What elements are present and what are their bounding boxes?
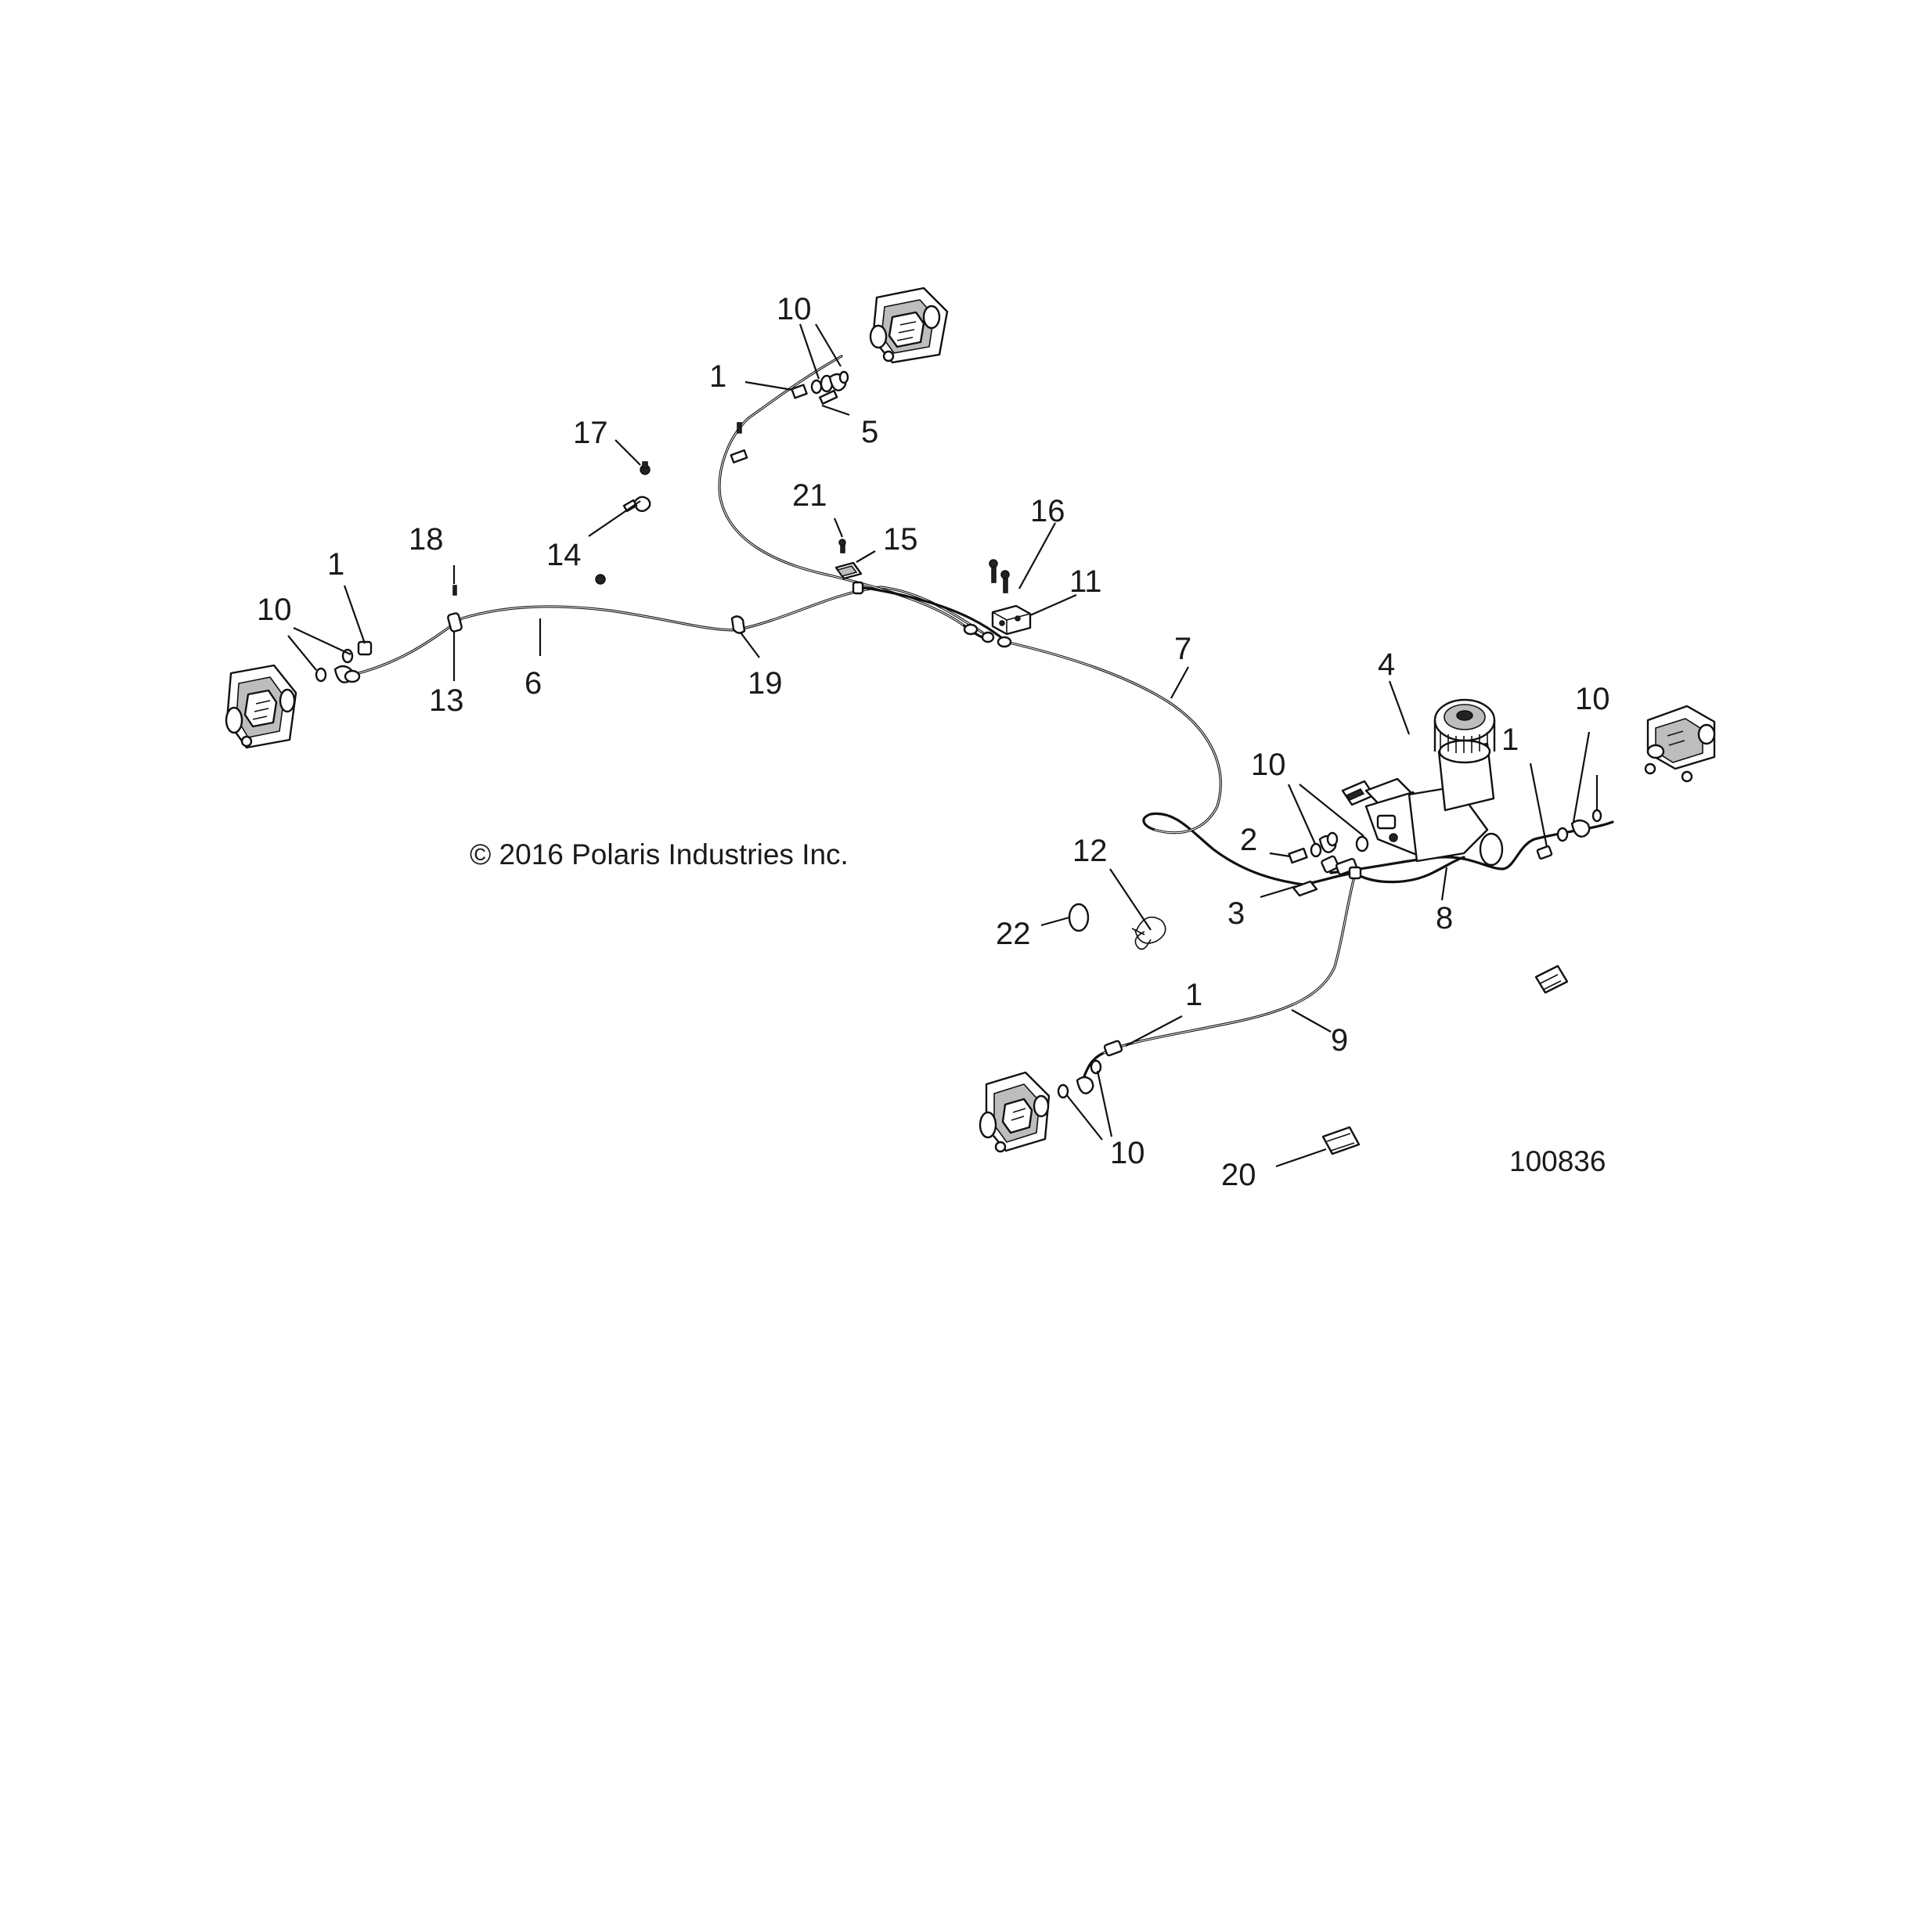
callout-1-rear-left: 1 (1185, 978, 1202, 1012)
part-16-bolts (989, 559, 1010, 593)
callout-16: 16 (1030, 494, 1065, 528)
callout-22: 22 (996, 917, 1031, 951)
brake-hose-6 (351, 586, 984, 676)
brake-hose-8-lower (1357, 856, 1465, 884)
figure-number: 100836 (1509, 1145, 1606, 1177)
caliper-rear-right (1644, 705, 1716, 783)
callout-8: 8 (1436, 901, 1453, 935)
part-4-master-cylinder (1341, 698, 1504, 867)
copyright-notice: © 2016 Polaris Industries Inc. (470, 838, 849, 870)
fittings (315, 370, 1602, 1155)
callout-6: 6 (524, 666, 542, 701)
rear-left-banjo (1057, 1040, 1123, 1099)
caliper-front-left (225, 664, 297, 749)
caliper-front-right (869, 287, 949, 364)
callout-1-front-left: 1 (327, 547, 344, 582)
part-21-screw (838, 539, 846, 553)
callout-10-center: 10 (1251, 748, 1286, 782)
callout-7: 7 (1174, 632, 1191, 666)
rear-right-banjo (1536, 809, 1602, 860)
callout-18: 18 (409, 522, 444, 557)
brake-hose-9 (1083, 875, 1356, 1078)
brake-hose-group (351, 355, 1614, 1078)
callout-10-front-left: 10 (257, 593, 292, 627)
callout-21: 21 (792, 478, 827, 513)
part-13-clamp (447, 612, 463, 633)
callout-14: 14 (546, 538, 582, 572)
callout-2: 2 (1240, 823, 1257, 857)
leader-lines (287, 323, 1599, 1168)
part-15-clamp (834, 561, 863, 580)
callout-10-rear-left: 10 (1110, 1136, 1145, 1170)
callout-17: 17 (573, 416, 608, 450)
brake-hose-5 (718, 355, 992, 642)
callout-10-rear-right: 10 (1575, 682, 1610, 716)
callout-9: 9 (1331, 1023, 1348, 1058)
part-22-o-ring (1068, 903, 1090, 932)
callout-15: 15 (883, 522, 918, 557)
part-17-bolt (640, 461, 651, 475)
callout-19: 19 (748, 666, 783, 701)
callout-3: 3 (1227, 896, 1245, 931)
front-right-banjo (791, 370, 849, 405)
part-19-clip (730, 615, 746, 634)
part-20-clip (1321, 1126, 1361, 1155)
callout-11: 11 (1069, 564, 1102, 599)
callout-5: 5 (861, 415, 878, 449)
part-12-clip (1131, 916, 1166, 950)
callout-12: 12 (1072, 834, 1108, 868)
callout-1-front-right: 1 (709, 359, 726, 394)
callout-10-front-right: 10 (777, 292, 812, 326)
part-11-junction-block (991, 604, 1032, 636)
callouts: 10 1 5 17 21 15 16 18 14 11 1 10 7 13 6 … (257, 292, 1610, 1192)
center-junction-parts (1288, 831, 1369, 897)
callout-4: 4 (1378, 647, 1395, 682)
brake-hose-5-branch (860, 586, 1004, 640)
part-5-fastener (730, 422, 748, 463)
unlabeled-clip (1534, 964, 1569, 994)
part-14-clip (595, 496, 651, 585)
part-18-screw (452, 585, 457, 596)
callout-20: 20 (1221, 1158, 1256, 1192)
caliper-rear-left (979, 1071, 1051, 1153)
hose-7-fittings (852, 581, 1012, 648)
front-left-banjo (315, 640, 373, 683)
callout-13: 13 (429, 683, 464, 718)
callout-1-rear-right: 1 (1501, 723, 1519, 757)
